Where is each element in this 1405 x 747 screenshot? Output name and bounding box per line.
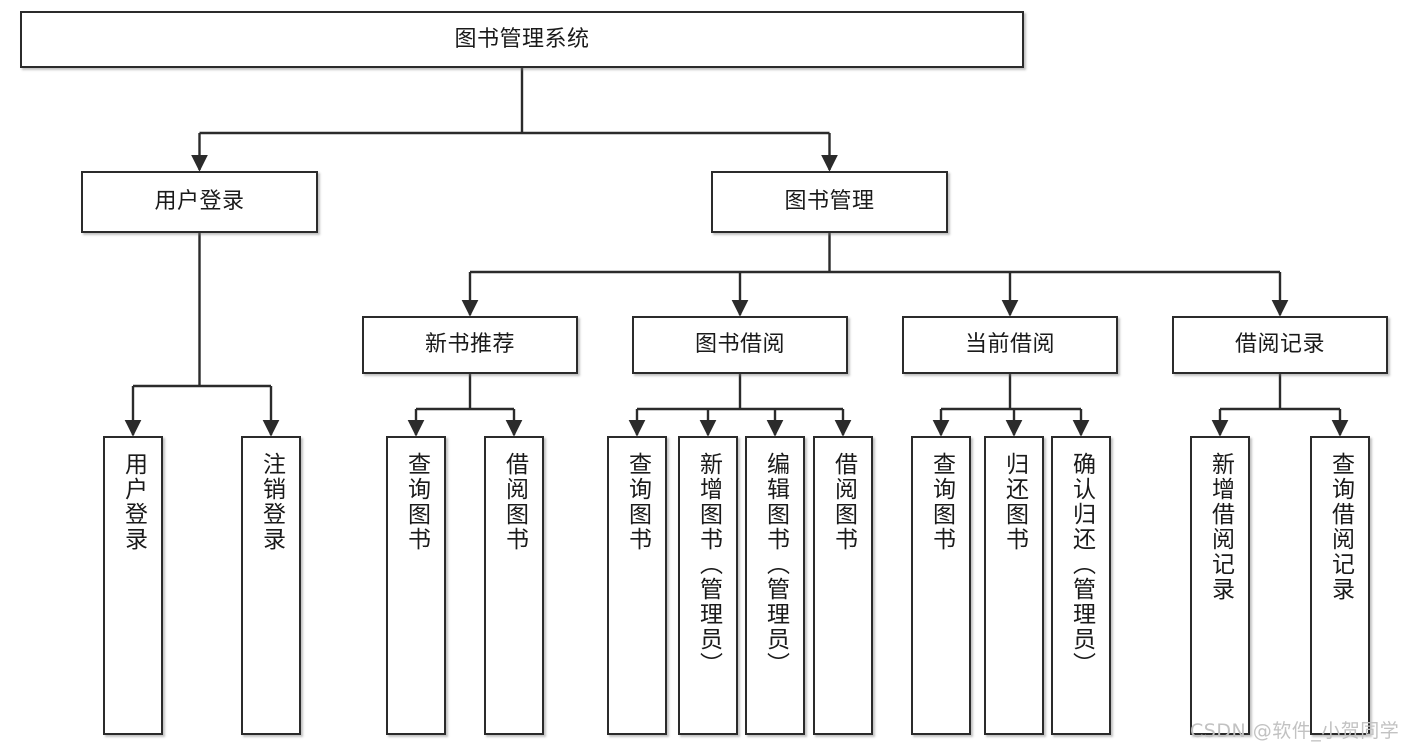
node-leaf-confirm-return[interactable]: 确认归还（管理员） xyxy=(1051,436,1111,735)
node-leaf-user-login-label: 用户登录 xyxy=(120,452,147,552)
node-leaf-user-logout[interactable]: 注销登录 xyxy=(241,436,301,735)
node-new-book-recommend-label: 新书推荐 xyxy=(424,332,515,358)
node-leaf-return-book-label: 归还图书 xyxy=(1001,452,1028,552)
node-leaf-query-record[interactable]: 查询借阅记录 xyxy=(1310,436,1370,735)
node-leaf-return-book[interactable]: 归还图书 xyxy=(984,436,1044,735)
node-leaf-query-book-1[interactable]: 查询图书 xyxy=(386,436,446,735)
node-leaf-query-book-3-label: 查询图书 xyxy=(928,452,955,552)
node-user-login-label: 用户登录 xyxy=(154,189,245,215)
node-leaf-add-book-label: 新增图书（管理员） xyxy=(695,452,722,677)
node-leaf-user-login[interactable]: 用户登录 xyxy=(103,436,163,735)
node-leaf-borrow-book-1[interactable]: 借阅图书 xyxy=(484,436,544,735)
node-leaf-query-book-1-label: 查询图书 xyxy=(403,452,430,552)
node-book-manage-label: 图书管理 xyxy=(784,189,875,215)
node-book-borrow-label: 图书借阅 xyxy=(694,332,785,358)
node-book-manage[interactable]: 图书管理 xyxy=(711,171,948,233)
node-leaf-confirm-return-label: 确认归还（管理员） xyxy=(1068,452,1095,677)
node-borrow-record-label: 借阅记录 xyxy=(1234,332,1325,358)
node-user-login[interactable]: 用户登录 xyxy=(81,171,318,233)
node-book-borrow[interactable]: 图书借阅 xyxy=(632,316,848,374)
node-leaf-edit-book[interactable]: 编辑图书（管理员） xyxy=(745,436,805,735)
node-root-label: 图书管理系统 xyxy=(454,26,590,52)
node-current-borrow[interactable]: 当前借阅 xyxy=(902,316,1118,374)
node-leaf-query-book-3[interactable]: 查询图书 xyxy=(911,436,971,735)
node-leaf-borrow-book-1-label: 借阅图书 xyxy=(501,452,528,552)
node-leaf-query-book-2[interactable]: 查询图书 xyxy=(607,436,667,735)
node-root[interactable]: 图书管理系统 xyxy=(20,11,1024,68)
node-current-borrow-label: 当前借阅 xyxy=(964,332,1055,358)
node-leaf-add-record[interactable]: 新增借阅记录 xyxy=(1190,436,1250,735)
node-new-book-recommend[interactable]: 新书推荐 xyxy=(362,316,578,374)
node-borrow-record[interactable]: 借阅记录 xyxy=(1172,316,1388,374)
node-leaf-add-record-label: 新增借阅记录 xyxy=(1207,452,1234,602)
node-leaf-add-book[interactable]: 新增图书（管理员） xyxy=(678,436,738,735)
node-leaf-query-record-label: 查询借阅记录 xyxy=(1327,452,1354,602)
node-leaf-query-book-2-label: 查询图书 xyxy=(624,452,651,552)
node-leaf-borrow-book-2[interactable]: 借阅图书 xyxy=(813,436,873,735)
node-leaf-edit-book-label: 编辑图书（管理员） xyxy=(762,452,789,677)
node-leaf-user-logout-label: 注销登录 xyxy=(258,452,285,552)
node-leaf-borrow-book-2-label: 借阅图书 xyxy=(830,452,857,552)
